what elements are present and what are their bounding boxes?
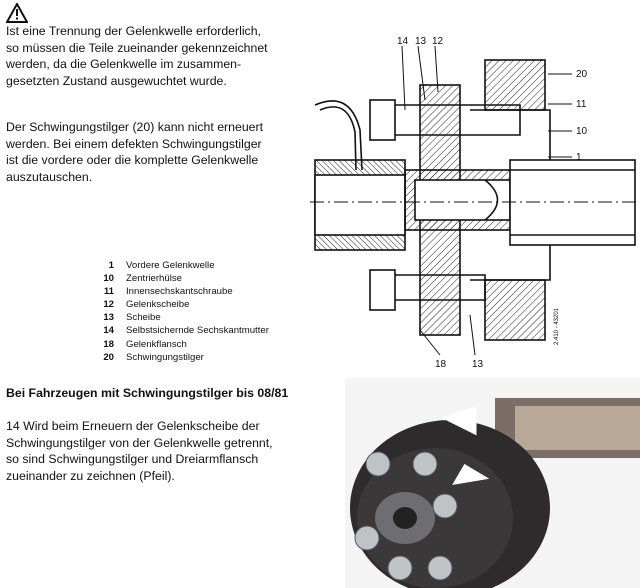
warning-triangle-icon [6, 3, 28, 23]
callout-label: 20 [576, 69, 588, 80]
damper-paragraph: Der Schwingungstilger (20) kann nicht er… [6, 120, 264, 184]
callout-label: 1 [576, 152, 582, 163]
callout-label: 10 [576, 126, 588, 137]
section-heading: Bei Fahrzeugen mit Schwingungstilger bis… [6, 386, 289, 400]
instruction-paragraph: 14 Wird beim Erneuern der Gelenkscheibe … [6, 419, 273, 483]
callout-label: 13 [415, 36, 427, 47]
callout-label: 13 [472, 359, 484, 370]
callout-label: 12 [432, 36, 444, 47]
drawing-ref-code: 2.410 - 43201 [554, 307, 560, 345]
callout-label: 18 [435, 359, 447, 370]
callout-label: 14 [397, 36, 409, 47]
damper-photo [345, 378, 640, 588]
warning-paragraph: Ist eine Trennung der Gelenkwelle erford… [6, 24, 268, 88]
callout-label: 11 [576, 99, 587, 110]
cross-section-drawing: 14 13 12 20 11 10 1 18 13 2.410 - 43201 [310, 36, 640, 370]
